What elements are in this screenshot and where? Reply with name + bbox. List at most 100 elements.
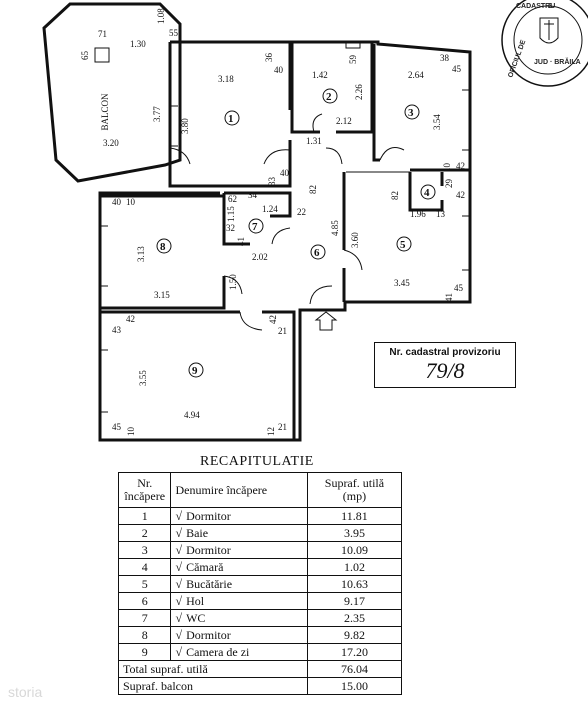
row-name-text: WC — [186, 610, 206, 625]
row-name-text: Dormitor — [186, 542, 231, 557]
balcony-box-icon — [94, 47, 110, 63]
room-8-dim-150: 1.50 — [228, 274, 238, 290]
room-4-dim-29: 29 — [444, 179, 454, 189]
row-nr: 5 — [117, 575, 172, 593]
room-2-dim-131: 1.31 — [306, 136, 322, 146]
room-2-dim-142: 1.42 — [312, 70, 328, 80]
floor-plan: BALCON 71 65 1.30 1.08 55 3.77 3.20 3.18… — [42, 0, 588, 442]
check-mark-icon: √ — [175, 542, 183, 557]
coat-of-arms-icon — [539, 17, 559, 44]
room-1-dim-height: 3.80 — [180, 118, 190, 134]
room-3-dim-10: 10 — [442, 163, 452, 173]
room-7-dim-124: 1.24 — [262, 204, 278, 214]
balcony-row: Supraf. balcon 15.00 — [118, 677, 403, 695]
balcony-dim-71: 71 — [98, 29, 107, 39]
room-9-walls — [100, 310, 296, 440]
total-value: 76.04 — [306, 660, 403, 678]
room-6-dim-33: 33 — [267, 177, 277, 187]
room-4-dim-13: 13 — [436, 209, 446, 219]
recap-title: RECAPITULATIE — [200, 454, 314, 469]
row-name: √Dormitor — [170, 507, 308, 525]
official-seal: CADASTRU OFICIUL DE JUD · BRĂILA 2 — [501, 0, 588, 87]
room-9-dim-43: 43 — [112, 325, 122, 335]
balcony-dim-55: 55 — [169, 28, 179, 38]
row-name-text: Dormitor — [186, 627, 231, 642]
provisional-cadastral-stamp: Nr. cadastral provizoriu 79/8 — [374, 342, 516, 388]
check-mark-icon: √ — [175, 576, 183, 591]
room-9-dim-10: 10 — [126, 427, 136, 437]
balcony-label: BALCON — [100, 93, 110, 131]
check-mark-icon: √ — [175, 559, 183, 574]
row-name: √Bucătărie — [170, 575, 308, 593]
room-9-dim-42a: 42 — [126, 314, 135, 324]
row-area: 10.09 — [306, 541, 403, 559]
row-area: 3.95 — [306, 524, 403, 542]
row-area: 11.81 — [306, 507, 403, 525]
header-nr: Nr. încăpere — [117, 472, 172, 508]
room-9-dim-12: 12 — [266, 427, 276, 436]
balcony-area-value: 15.00 — [306, 677, 403, 695]
row-name-text: Camera de zi — [186, 644, 250, 659]
room-3-walls — [366, 44, 470, 172]
stamp-label: Nr. cadastral provizoriu — [389, 347, 501, 358]
balcony-dim-377: 3.77 — [152, 106, 162, 122]
row-name: √Dormitor — [170, 626, 308, 644]
room-9-dim-494: 4.94 — [184, 410, 200, 420]
room-6-dim-485: 4.85 — [330, 220, 340, 236]
room-6-dim-82: 82 — [308, 185, 318, 194]
room-9-dim-45: 45 — [112, 422, 122, 432]
check-mark-icon: √ — [175, 627, 183, 642]
seal-number: 2 — [548, 3, 552, 10]
balcony-dim-65: 65 — [80, 51, 90, 61]
stamp-value: 79/8 — [425, 358, 465, 383]
row-name-text: Hol — [186, 593, 205, 608]
room-7-dim-41: 41 — [236, 237, 246, 246]
room-8-dim-10: 10 — [126, 197, 136, 207]
seal-side-text: OFICIUL DE — [507, 39, 527, 79]
room-2-dim-226: 2.26 — [354, 84, 364, 100]
room-4-walls — [408, 172, 444, 212]
watermark: storia — [8, 684, 43, 700]
row-name: √Dormitor — [170, 541, 308, 559]
room-5-dim-41: 41 — [444, 293, 454, 302]
row-area: 9.17 — [306, 592, 403, 610]
row-nr: 9 — [117, 643, 172, 661]
room-5-dim-360: 3.60 — [350, 232, 360, 248]
row-nr: 8 — [117, 626, 172, 644]
room-3-number: 3 — [408, 107, 414, 119]
outer-wall — [98, 40, 472, 442]
seal-jud-text: JUD · BRĂILA — [534, 57, 581, 66]
room-3-dim-42: 42 — [456, 161, 465, 171]
row-nr: 1 — [117, 507, 172, 525]
row-area: 17.20 — [306, 643, 403, 661]
row-name-text: Dormitor — [186, 508, 231, 523]
row-name-text: Cămară — [186, 559, 224, 574]
room-8-dim-313: 3.13 — [136, 246, 146, 262]
total-row: Total supraf. utilă 76.04 — [118, 660, 403, 678]
balcony-dim-130: 1.30 — [130, 39, 146, 49]
recap-table: Nr. încăpere Denumire încăpere Supraf. u… — [117, 472, 403, 695]
entrance-arrow-icon — [314, 311, 338, 331]
room-2-dim-212: 2.12 — [336, 116, 352, 126]
seal-top-text: CADASTRU — [516, 3, 555, 10]
balcony-outline — [42, 2, 182, 183]
row-name: √Hol — [170, 592, 308, 610]
room-4-dim-196: 1.96 — [410, 209, 426, 219]
room-9-dim-21b: 21 — [278, 422, 287, 432]
row-nr: 3 — [117, 541, 172, 559]
room-6-number: 6 — [314, 247, 320, 259]
row-nr: 4 — [117, 558, 172, 576]
room-6-dim-22: 22 — [297, 207, 306, 217]
row-name: √Cămară — [170, 558, 308, 576]
room-2-dim-59: 59 — [348, 55, 358, 65]
room-8-walls — [100, 194, 226, 310]
room-5-dim-345: 3.45 — [394, 278, 410, 288]
room-9-dim-355: 3.55 — [138, 370, 148, 386]
